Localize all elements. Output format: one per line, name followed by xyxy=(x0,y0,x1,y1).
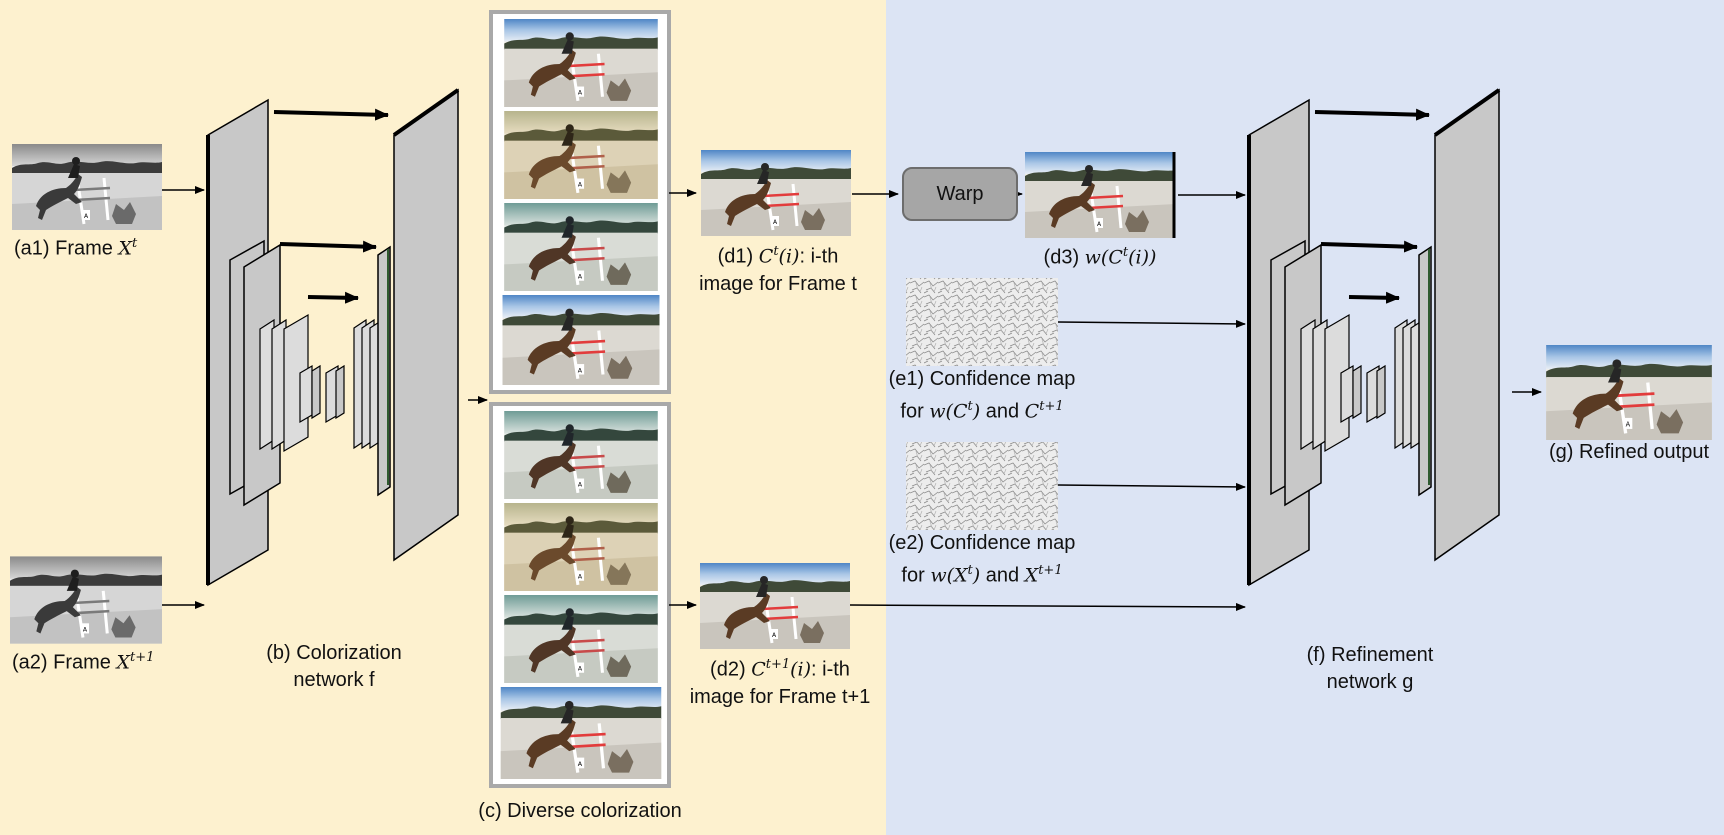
label-d1: (d1) Ct(i): i-th image for Frame t xyxy=(688,238,868,298)
d1-sup: t xyxy=(773,244,779,259)
a2-var: X xyxy=(116,651,130,674)
e1-b-sup: t+1 xyxy=(1039,399,1064,414)
e1-and: and xyxy=(985,400,1020,423)
arrow-d2-to-refine xyxy=(849,602,1246,611)
a1-var: X xyxy=(118,237,132,260)
stack-t1-image-2 xyxy=(502,503,660,591)
d2-rest: : i-th xyxy=(811,658,850,681)
d3-sup: t xyxy=(1122,245,1129,260)
d2-idx: (i) xyxy=(790,658,812,681)
e1-a-post: ) xyxy=(972,400,981,423)
d2-sup: t+1 xyxy=(765,657,791,672)
frame-a1-image xyxy=(12,144,162,230)
label-a1: (a1) Frame Xt xyxy=(14,230,137,263)
stack-t1-image-4 xyxy=(500,687,662,779)
label-colorization-network: (b) Colorization network f xyxy=(244,640,424,694)
d1-idx: (i) xyxy=(778,245,800,268)
e1-confidence-map xyxy=(906,278,1058,366)
warp-label: Warp xyxy=(936,182,984,205)
d2-image xyxy=(700,563,850,649)
refined-output-image xyxy=(1545,345,1713,440)
e2-line1: (e2) Confidence map xyxy=(888,532,1076,554)
e1-b: C xyxy=(1024,400,1040,423)
label-e2: (e2) Confidence map for w(Xt) and Xt+1 xyxy=(872,530,1092,590)
d2-tag: (d2) xyxy=(710,658,746,681)
a2-tag: (a2) Frame xyxy=(12,651,111,674)
output-text: (g) Refined output xyxy=(1548,441,1710,463)
colorization-line1: (b) Colorization xyxy=(266,642,402,664)
colorization-line2: network f xyxy=(293,669,375,691)
a1-tag: (a1) Frame xyxy=(14,237,113,260)
refine-line2: network g xyxy=(1326,671,1414,693)
e2-b: X xyxy=(1024,564,1039,587)
e1-a-pre: w(C xyxy=(929,400,968,423)
d3-expr-post: (i)) xyxy=(1128,246,1157,269)
refine-line1: (f) Refinement xyxy=(1306,644,1434,666)
e1-line1: (e1) Confidence map xyxy=(888,368,1076,390)
d1-image xyxy=(700,150,852,236)
stack-t-image-2 xyxy=(502,111,660,199)
d3-image xyxy=(1025,152,1175,238)
e2-a-pre: w(X xyxy=(930,564,968,587)
label-d3: (d3) w(Ct(i)) xyxy=(1020,239,1180,272)
e2-and: and xyxy=(985,564,1020,587)
d1-var: C xyxy=(758,245,774,268)
e1-for: for xyxy=(900,400,924,423)
e2-b-sup: t+1 xyxy=(1038,563,1063,578)
d1-rest: : i-th xyxy=(799,245,839,268)
diverse-text: (c) Diverse colorization xyxy=(478,800,682,822)
arrow-e1-to-refine xyxy=(1057,319,1246,328)
stack-t-image-4 xyxy=(500,295,662,385)
stack-t1-image-1 xyxy=(502,411,660,499)
e2-for: for xyxy=(901,564,925,587)
a2-sup: t+1 xyxy=(130,650,155,665)
arrow-e2-to-refine xyxy=(1057,482,1246,491)
e1-a-sup: t xyxy=(967,399,973,414)
d1-line2: image for Frame t xyxy=(699,272,857,295)
d2-var: C xyxy=(751,658,766,681)
e2-a-post: ) xyxy=(972,564,981,587)
d1-tag: (d1) xyxy=(717,245,754,268)
stack-t-image-3 xyxy=(502,203,660,291)
label-refined-output: (g) Refined output xyxy=(1540,439,1718,466)
label-d2: (d2) Ct+1(i): i-th image for Frame t+1 xyxy=(680,651,880,711)
e2-a-sup: t xyxy=(967,563,973,578)
label-diverse-colorization: (c) Diverse colorization xyxy=(440,798,720,825)
label-refinement-network: (f) Refinement network g xyxy=(1280,642,1460,696)
stack-t1-image-3 xyxy=(502,595,660,683)
a1-sup: t xyxy=(132,236,138,251)
d2-line2: image for Frame t+1 xyxy=(689,685,871,708)
warp-box: Warp xyxy=(902,167,1018,221)
label-a2: (a2) Frame Xt+1 xyxy=(12,644,154,677)
label-e1: (e1) Confidence map for w(Ct) and Ct+1 xyxy=(872,366,1092,426)
stack-t-image-1 xyxy=(502,19,660,107)
frame-a2-image xyxy=(10,556,162,644)
d3-tag: (d3) xyxy=(1043,246,1080,269)
d3-expr-pre: w(C xyxy=(1084,246,1123,269)
e2-confidence-map xyxy=(906,442,1058,530)
